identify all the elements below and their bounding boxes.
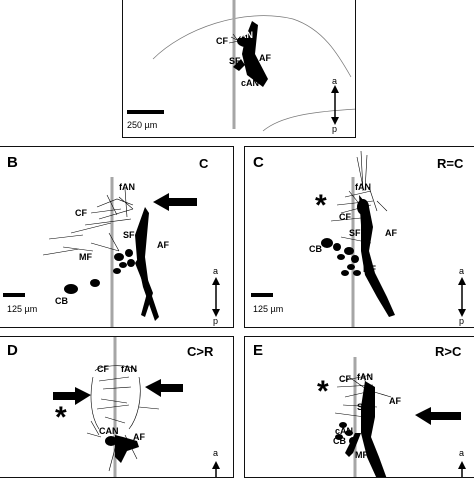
auditory-nerve	[115, 435, 139, 463]
panel-c-drawing	[251, 150, 466, 327]
label-af: AF	[389, 396, 401, 406]
label-fan: fAN	[119, 182, 135, 192]
condition-label: R=C	[437, 156, 464, 171]
scalebar-line	[251, 293, 273, 297]
axis-label-a: a	[459, 448, 465, 458]
auditory-nerve	[361, 381, 387, 477]
cell-bodies	[321, 238, 361, 276]
label-cb: CB	[309, 244, 322, 254]
label-fan: fAN	[355, 182, 371, 192]
arrow-pointer	[153, 193, 197, 211]
panel-a: fAN CF SF AF cAN 250 µm a p	[122, 0, 356, 138]
arrow-pointer	[415, 407, 461, 425]
scalebar-line	[127, 110, 164, 114]
panel-d-drawing	[53, 337, 220, 477]
label-fan: fAN	[357, 372, 373, 382]
axis-arrowhead-down	[212, 309, 220, 317]
axis-label-a: a	[459, 266, 465, 276]
condition-label: C>R	[187, 344, 214, 359]
label-can: cAN	[241, 78, 260, 88]
cell-bodies	[335, 422, 357, 445]
label-can: CAN	[99, 426, 119, 436]
panel-letter: E	[253, 342, 264, 359]
label-cb: CB	[333, 436, 346, 446]
label-cb: CB	[55, 296, 68, 306]
panel-c: C R=C * fAN CF SF AF CB MF 125 µm a p	[244, 146, 474, 328]
axis-arrowhead-down	[458, 309, 466, 317]
axis-arrowhead-up	[458, 461, 466, 469]
scalebar-label: 125 µm	[253, 304, 284, 314]
label-cf: CF	[75, 208, 87, 218]
label-mf: MF	[363, 264, 376, 274]
fibers	[228, 33, 240, 44]
axis-label-a: a	[332, 76, 338, 86]
axis-arrowhead-up	[212, 277, 220, 285]
axis-label-p: p	[332, 124, 338, 134]
fan-bulb	[357, 199, 369, 215]
axis-arrowhead-down	[331, 117, 339, 125]
auditory-nerve	[359, 195, 395, 317]
condition-label: R>C	[435, 344, 462, 359]
label-cf: CF	[97, 364, 109, 374]
label-fan: fAN	[237, 30, 253, 40]
label-af: AF	[259, 53, 271, 63]
label-mf: MF	[79, 252, 92, 262]
label-af: AF	[133, 432, 145, 442]
panel-letter: C	[253, 154, 264, 171]
label-af: AF	[385, 228, 397, 238]
axis-label-a: a	[213, 266, 219, 276]
condition-label: C	[199, 156, 209, 171]
asterisk-marker: *	[315, 189, 327, 222]
arrow-pointer-left	[53, 387, 91, 405]
panel-b: B C fAN CF SF AF MF CB 125 µm a p	[0, 146, 234, 328]
axis-arrowhead-up	[331, 85, 339, 93]
scalebar-label: 250 µm	[127, 120, 158, 130]
label-sf: SF	[229, 56, 241, 66]
tissue-outline	[152, 15, 352, 78]
axis-arrowhead-up	[458, 277, 466, 285]
fibers	[330, 150, 388, 244]
label-cf: CF	[339, 374, 351, 384]
panel-letter: B	[7, 154, 18, 171]
panel-e-drawing	[334, 357, 466, 477]
label-mf: MF	[355, 450, 368, 460]
label-can: cAN	[335, 426, 354, 436]
nerve-branch	[135, 257, 153, 317]
asterisk-marker: *	[317, 375, 329, 408]
tissue-outline-lower	[262, 108, 355, 132]
panel-d: D C>R * CF fAN CAN AF a	[0, 336, 234, 478]
axis-label-p: p	[213, 316, 219, 326]
label-sf: SF	[349, 228, 361, 238]
fan-bulb	[105, 436, 117, 446]
scalebar-line	[3, 293, 25, 297]
scalebar-label: 125 µm	[7, 304, 38, 314]
label-cf: CF	[339, 212, 351, 222]
axis-arrowhead-up	[212, 461, 220, 469]
axis-label-a: a	[213, 448, 219, 458]
panel-e: E R>C * CF fAN SF AF cAN CB MF a	[244, 336, 474, 478]
panel-b-drawing	[3, 177, 220, 327]
cell-bodies	[64, 249, 135, 294]
fan-bulb	[237, 35, 255, 47]
auditory-nerve	[135, 207, 159, 321]
asterisk-marker: *	[55, 401, 67, 434]
label-af: AF	[157, 240, 169, 250]
panel-letter: D	[7, 342, 18, 359]
arrow-pointer-right	[145, 379, 183, 397]
axis-label-p: p	[459, 316, 465, 326]
label-sf: SF	[357, 402, 369, 412]
label-cf: CF	[216, 36, 228, 46]
panel-a-drawing	[127, 0, 355, 132]
label-fan: fAN	[121, 364, 137, 374]
fibers	[42, 188, 134, 256]
label-sf: SF	[123, 230, 135, 240]
nerve-branch	[233, 59, 245, 71]
